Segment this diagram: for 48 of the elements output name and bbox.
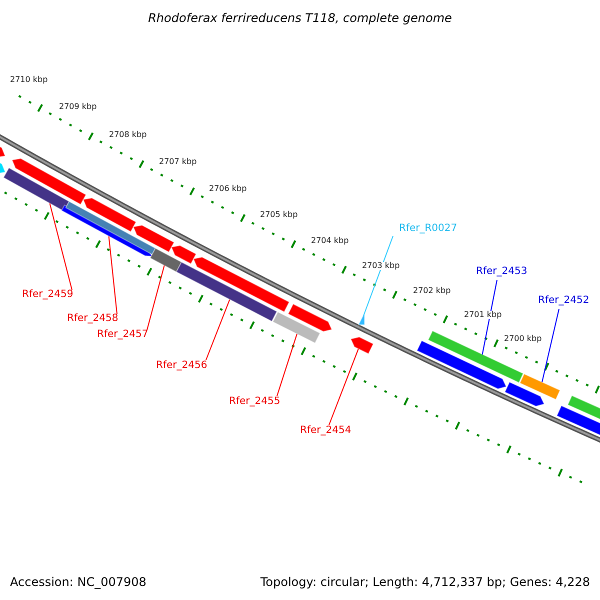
gene-label: Rfer_2459 [22,290,74,300]
footer-text: Topology: circular; Length: 4,712,337 bp; Genes: 4,228 [260,576,590,588]
gene-block [2,167,70,212]
gene-block [350,336,374,354]
gene-block [150,248,182,273]
scale-label: 2710 kbp [10,76,48,84]
scale-label: 2706 kbp [209,185,247,193]
leader-line [49,202,72,290]
gene-label: Rfer_R0027 [399,224,458,234]
gene-block [358,312,366,326]
gene-label: Rfer_2458 [67,314,118,324]
scale-label: 2702 kbp [413,287,451,295]
gene-block [519,373,561,400]
gene-label: Rfer_2452 [538,296,590,306]
gene-block [192,256,290,313]
gene-block [82,198,137,232]
leader-line [108,236,118,314]
footer-text: Accession: NC_007908 [10,576,146,588]
gene-block [288,303,332,332]
gene-label: Rfer_2457 [97,330,148,340]
title: Rhodoferax ferrireducens T118, complete genome [147,12,453,24]
leader-line [542,308,560,383]
gene-block [132,224,175,253]
scale-label: 2708 kbp [109,131,147,139]
scale-label: 2705 kbp [260,211,298,219]
gene-block [176,261,278,322]
scale-label: 2703 kbp [362,262,400,270]
leader-line [276,333,298,396]
gene-label: Rfer_2456 [156,361,208,371]
gene-block [272,311,321,344]
gene-block [428,330,524,384]
leader-line [206,299,230,360]
gene-label: Rfer_2455 [229,397,280,407]
scale-label: 2704 kbp [311,237,349,245]
gene-block [11,158,87,206]
scale-label: 2701 kbp [464,311,502,319]
gene-block [416,340,507,390]
gene-block [170,244,197,264]
scale-label: 2700 kbp [504,335,542,343]
leader-line [146,264,165,330]
leader-line [482,280,498,356]
gene-label: Rfer_2454 [300,426,352,436]
gene-block [504,381,545,407]
leader-line [328,348,359,426]
gene-label: Rfer_2453 [476,267,528,277]
scale-label: 2709 kbp [59,103,97,111]
scale-label: 2707 kbp [159,158,197,166]
leader-line [363,236,394,316]
